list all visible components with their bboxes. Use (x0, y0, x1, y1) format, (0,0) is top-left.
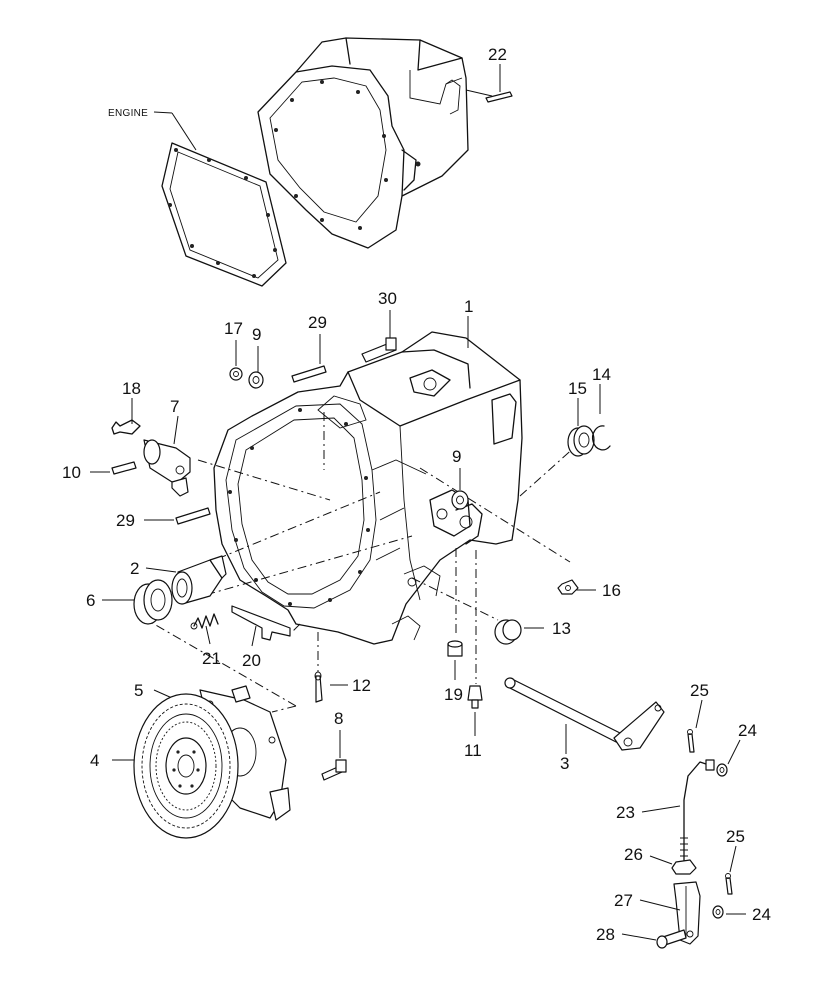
nut-26 (671, 859, 697, 875)
fitting-11 (467, 685, 483, 709)
callout-27: 27 (614, 891, 633, 910)
washer-24-lower (712, 905, 724, 919)
release-bearing-6 (133, 579, 173, 625)
cap-13 (494, 619, 522, 645)
callout-23: 23 (616, 803, 635, 822)
callout-26: 26 (624, 845, 643, 864)
bolt-8 (321, 759, 347, 781)
callout-25-upper: 25 (690, 681, 709, 700)
bearing-carrier-2 (171, 555, 227, 605)
callout-10: 10 (62, 463, 81, 482)
spring-21 (190, 613, 219, 630)
callout-12: 12 (352, 676, 371, 695)
callout-29-lower: 29 (116, 511, 135, 530)
bearing-15 (567, 425, 595, 457)
snap-ring-14 (592, 425, 611, 451)
stud-29-upper (291, 365, 327, 383)
nut-16 (557, 579, 579, 595)
stud-29-lower (175, 507, 211, 525)
clip-18 (111, 419, 141, 435)
engine-adapter-gasket (161, 142, 287, 287)
cotter-pin-12 (314, 671, 323, 703)
callout-16: 16 (602, 581, 621, 600)
nut-17 (229, 367, 243, 381)
callout-15: 15 (568, 379, 587, 398)
bushing-9-upper (248, 371, 264, 389)
callout-29-upper: 29 (308, 313, 327, 332)
callout-2: 2 (130, 559, 139, 578)
callout-21: 21 (202, 649, 221, 668)
callout-22: 22 (488, 45, 507, 64)
clevis-27 (673, 881, 701, 945)
pin-25-upper (687, 729, 695, 753)
callout-25-lower: 25 (726, 827, 745, 846)
clutch-disc-4 (133, 693, 239, 839)
callout-13: 13 (552, 619, 571, 638)
callout-6: 6 (86, 591, 95, 610)
bracket-20 (231, 605, 291, 641)
callout-24-upper: 24 (738, 721, 757, 740)
rod-23 (680, 759, 715, 873)
callout-7: 7 (170, 397, 179, 416)
callout-11: 11 (464, 741, 482, 760)
callout-24-lower: 24 (752, 905, 771, 924)
clevis-pin-28 (656, 929, 687, 949)
callout-9-mid: 9 (452, 447, 461, 466)
stud-22 (485, 91, 513, 103)
bushing-9-mid (451, 490, 469, 510)
callout-1: 1 (464, 297, 473, 316)
pin-25-lower (725, 873, 733, 895)
flywheel-housing-upper (257, 37, 493, 249)
callout-14: 14 (592, 365, 611, 384)
callout-30: 30 (378, 289, 397, 308)
callout-3: 3 (560, 754, 569, 773)
engine-label: ENGINE (108, 108, 148, 119)
bolt-30 (361, 337, 397, 363)
pin-10 (111, 461, 137, 475)
callout-17: 17 (224, 319, 243, 338)
callout-8: 8 (334, 709, 343, 728)
callout-5: 5 (134, 681, 143, 700)
callout-4: 4 (90, 751, 99, 770)
callout-19: 19 (444, 685, 463, 704)
release-fork-7 (143, 439, 191, 497)
callout-28: 28 (596, 925, 615, 944)
washer-24-upper (716, 763, 728, 777)
callout-9-upper: 9 (252, 325, 261, 344)
plug-19 (447, 640, 463, 657)
callout-20: 20 (242, 651, 261, 670)
callout-18: 18 (122, 379, 141, 398)
cross-shaft-3 (504, 677, 665, 751)
